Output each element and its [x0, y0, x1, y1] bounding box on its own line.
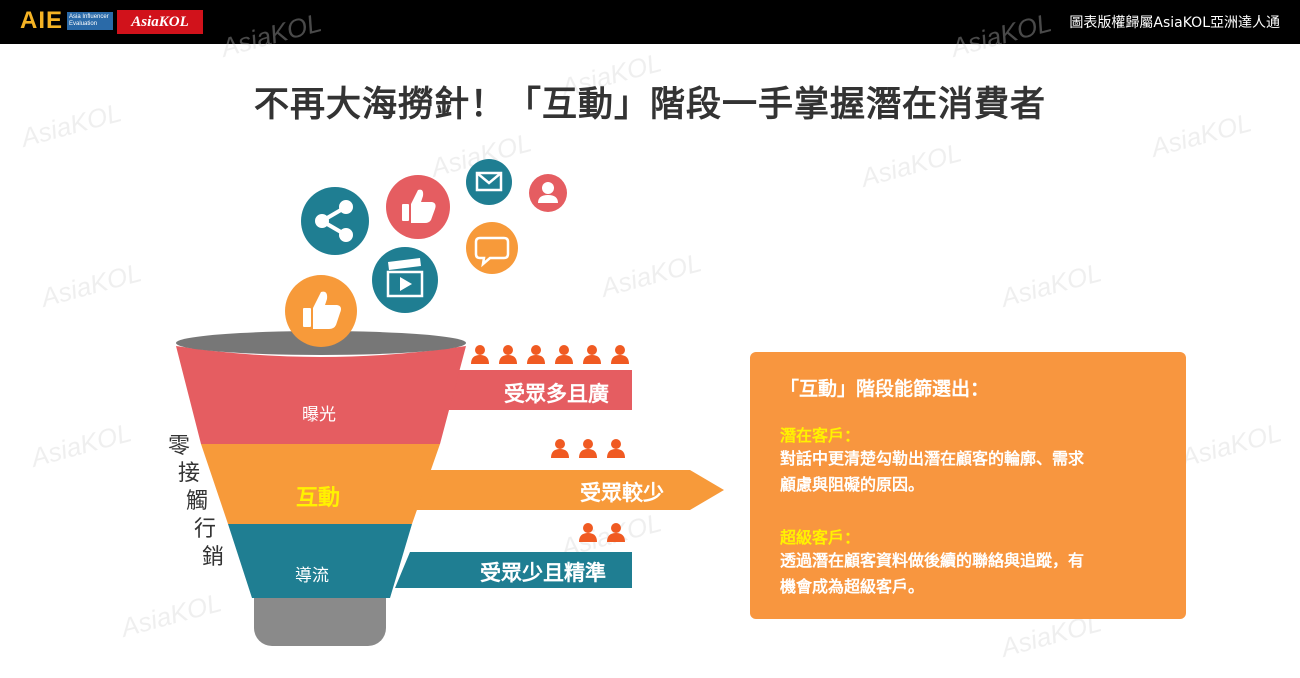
- funnel-stage-conversion: [228, 524, 412, 598]
- person-icon: [579, 439, 597, 458]
- potential-customer-line2: 顧慮與阻礙的原因。: [780, 475, 925, 494]
- super-customer-line1: 透過潛在顧客資料做後續的聯絡與追蹤，有: [780, 551, 1085, 570]
- side-label-char: 接: [178, 461, 201, 486]
- super-customer-title: 超級客戶：: [780, 528, 861, 547]
- top-bar: AIE Asia Influencer Evaluation AsiaKOL 圖…: [0, 0, 1300, 44]
- person-icon: [579, 523, 597, 542]
- chat-bubble-icon: [466, 222, 518, 274]
- person-icon: [555, 345, 573, 364]
- person-icon: [607, 523, 625, 542]
- potential-customer-line1: 對話中更清楚勾勒出潛在顧客的輪廓、需求: [780, 449, 1085, 468]
- people-group-interaction: [551, 439, 625, 458]
- video-clapper-icon: [372, 247, 438, 313]
- super-customer-line2: 機會成為超級客戶。: [780, 577, 925, 596]
- stage-arrow-exposure: [430, 370, 632, 410]
- funnel-stage-interaction: [201, 444, 440, 524]
- person-icon: [611, 345, 629, 364]
- aie-logo[interactable]: AIE Asia Influencer Evaluation: [20, 7, 114, 34]
- asiakol-logo[interactable]: AsiaKOL: [117, 10, 203, 34]
- person-icon: [607, 439, 625, 458]
- copyright-text: 圖表版權歸屬AsiaKOL亞洲達人通: [1069, 15, 1280, 31]
- person-icon: [471, 345, 489, 364]
- thumbs-up-icon: [285, 275, 357, 347]
- thumbs-up-icon: [386, 175, 450, 239]
- mail-icon: [466, 159, 512, 205]
- aie-logo-subtitle: Asia Influencer Evaluation: [67, 12, 114, 30]
- stage-arrow-conversion: [395, 552, 632, 588]
- person-icon: [551, 439, 569, 458]
- potential-customer-title: 潛在客戶：: [780, 426, 861, 445]
- people-group-conversion: [579, 523, 625, 542]
- person-icon: [527, 345, 545, 364]
- side-label-char: 零: [168, 434, 191, 459]
- arrow-text-exposure: 受眾多且廣: [504, 382, 609, 406]
- share-icon: [301, 187, 369, 255]
- stage-label-interaction: 互動: [296, 486, 341, 511]
- funnel-stage-exposure: [176, 346, 466, 444]
- side-label-char: 銷: [202, 545, 225, 570]
- people-group-exposure: [471, 345, 629, 364]
- info-panel: 「互動」階段能篩選出： 潛在客戶： 對話中更清楚勾勒出潛在顧客的輪廓、需求 顧慮…: [750, 352, 1186, 619]
- arrow-text-conversion: 受眾少且精準: [480, 561, 606, 585]
- stage-label-exposure: 曝光: [302, 405, 336, 425]
- side-label-char: 行: [194, 517, 217, 542]
- arrow-text-interaction: 受眾較少: [580, 481, 664, 505]
- panel-heading: 「互動」階段能篩選出：: [780, 378, 990, 400]
- stage-arrow-interaction: [415, 470, 724, 510]
- person-icon: [499, 345, 517, 364]
- person-icon: [583, 345, 601, 364]
- stage-label-conversion: 導流: [295, 566, 329, 586]
- user-icon: [529, 174, 567, 212]
- side-label-char: 觸: [186, 489, 209, 514]
- page-title: 不再大海撈針！「互動」階段一手掌握潛在消費者: [253, 85, 1046, 125]
- aie-logo-text: AIE: [20, 7, 64, 34]
